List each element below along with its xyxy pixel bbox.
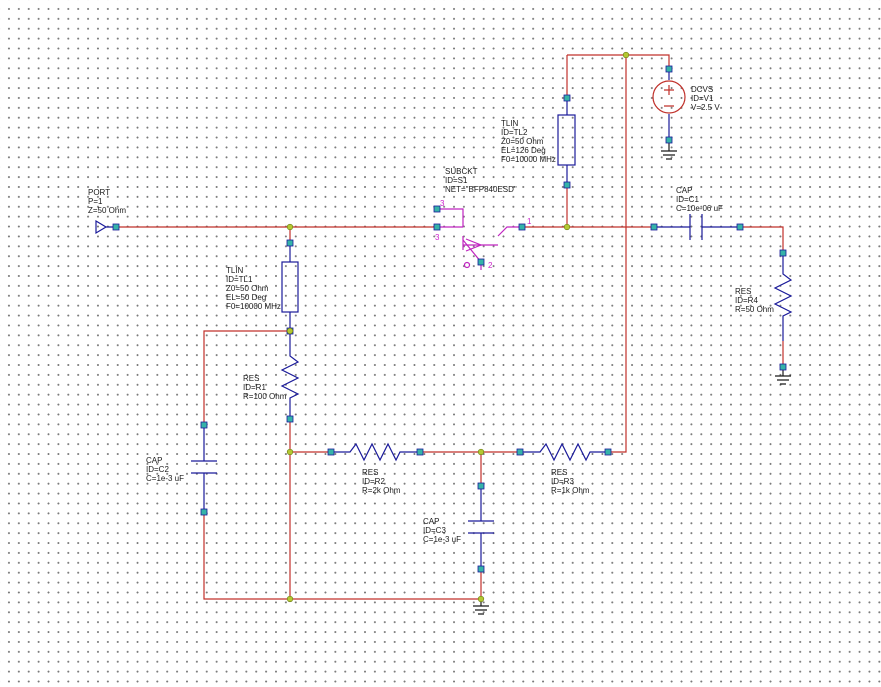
r2-param-2: R=2k Ohm xyxy=(362,486,401,495)
s1-pin-2-label: 2 xyxy=(488,261,493,270)
c3-param-2: C=1e-3 uF xyxy=(423,535,461,544)
s1-param-1: ID=S1 xyxy=(445,176,468,185)
tlin-tl2-symbol[interactable] xyxy=(557,98,576,185)
c1-param-1: ID=C1 xyxy=(676,195,699,204)
terminal-nodes xyxy=(112,65,787,573)
capacitor-c3-symbol[interactable] xyxy=(468,486,494,569)
port-type-label: PORT xyxy=(88,188,110,197)
tl2-param-1: ID=TL2 xyxy=(501,128,528,137)
r1-param-1: ID=R1 xyxy=(243,383,266,392)
wire-junctions xyxy=(286,51,630,603)
c1-type-label: CAP xyxy=(676,186,692,195)
s1-pin-1-label: 1 xyxy=(527,217,532,226)
tl2-param-4: F0=10000 MHz xyxy=(501,155,556,164)
port-param-1: P=1 xyxy=(88,197,103,206)
tl1-type-label: TLIN xyxy=(226,266,244,275)
tl1-param-2: Z0=50 Ohm xyxy=(226,284,269,293)
r1-type-label: RES xyxy=(243,374,259,383)
r1-param-2: R=100 Ohm xyxy=(243,392,287,401)
ground-icon xyxy=(473,599,489,615)
dcvs-v1-symbol[interactable] xyxy=(652,69,686,140)
r3-type-label: RES xyxy=(551,468,567,477)
tl1-param-3: EL=50 Deg xyxy=(226,293,266,302)
c2-param-2: C=1e-3 uF xyxy=(146,474,184,483)
tlin-tl1-symbol[interactable] xyxy=(281,243,299,331)
v1-type-label: DCVS xyxy=(691,85,713,94)
r4-param-1: ID=R4 xyxy=(735,296,758,305)
tl2-type-label: TLIN xyxy=(501,119,519,128)
r4-param-2: R=50 Ohm xyxy=(735,305,774,314)
ground-icon xyxy=(775,367,791,385)
c1-param-2: C=10e-06 uF xyxy=(676,204,723,213)
wires xyxy=(116,54,784,600)
r3-param-1: ID=R3 xyxy=(551,477,574,486)
resistor-r2-symbol[interactable] xyxy=(331,442,420,462)
c2-type-label: CAP xyxy=(146,456,162,465)
capacitor-c2-symbol[interactable] xyxy=(191,425,217,512)
v1-param-2: V=2.5 V xyxy=(691,103,720,112)
tl1-param-4: F0=10000 MHz xyxy=(226,302,281,311)
r2-param-1: ID=R2 xyxy=(362,477,385,486)
tl1-param-1: ID=TL1 xyxy=(226,275,253,284)
s1-type-label: SUBCKT xyxy=(445,167,478,176)
s1-pin-3-top: 3 xyxy=(440,199,445,208)
ground-icon xyxy=(661,140,677,160)
resistor-r1-symbol[interactable] xyxy=(280,331,300,419)
resistor-r4-symbol[interactable] xyxy=(773,253,793,341)
tl2-param-2: Z0=50 Ohm xyxy=(501,137,544,146)
capacitor-c1-symbol[interactable] xyxy=(654,214,740,240)
tl2-param-3: EL=126 Deg xyxy=(501,146,546,155)
resistor-r3-symbol[interactable] xyxy=(520,442,608,462)
r4-type-label: RES xyxy=(735,287,751,296)
c2-param-1: ID=C2 xyxy=(146,465,169,474)
port-param-2: Z=50 Ohm xyxy=(88,206,126,215)
c3-type-label: CAP xyxy=(423,517,439,526)
r2-type-label: RES xyxy=(362,468,378,477)
v1-param-1: ID=V1 xyxy=(691,94,714,103)
r3-param-2: R=1k Ohm xyxy=(551,486,590,495)
s1-pin-3-label: 3 xyxy=(435,233,440,242)
c3-param-1: ID=C3 xyxy=(423,526,446,535)
s1-param-2: NET="BFP840ESD" xyxy=(445,185,517,194)
